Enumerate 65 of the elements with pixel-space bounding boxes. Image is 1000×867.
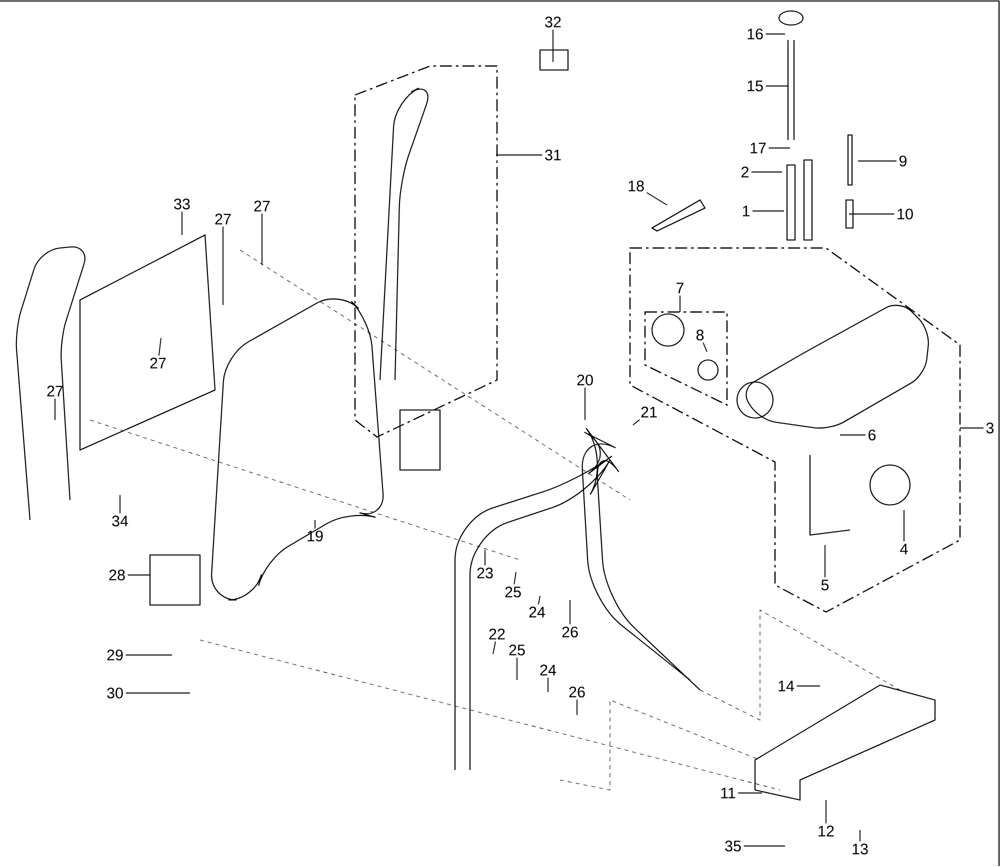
callout-number: 20 (577, 374, 593, 386)
callout-number: 35 (725, 840, 741, 852)
leader-line (632, 419, 640, 426)
callout-number: 29 (107, 650, 123, 660)
leader-line (314, 520, 316, 529)
leader-line (125, 692, 190, 694)
callout-number: 11 (721, 788, 736, 798)
callout-number: 32 (545, 16, 561, 28)
callout-number: 10 (898, 208, 913, 220)
callout-number: 27 (215, 214, 231, 224)
callout-number: 25 (509, 644, 525, 656)
callout-number: 1 (742, 206, 750, 216)
callout-number: 26 (562, 626, 578, 638)
callout-number: 21 (641, 406, 657, 418)
callout-number: 14 (778, 680, 794, 692)
callout-number: 23 (477, 568, 493, 578)
callout-number: 24 (529, 606, 546, 618)
callout-number: 19 (308, 530, 323, 542)
leader-line (158, 338, 162, 356)
callout-number: 7 (676, 282, 684, 294)
callout-number: 5 (821, 580, 829, 590)
leader-line (840, 434, 866, 436)
callout-number: 33 (174, 198, 190, 210)
callout-number: 30 (107, 688, 123, 698)
callout-number: 25 (505, 586, 521, 598)
callout-number: 27 (47, 386, 63, 396)
leader-line (702, 342, 708, 352)
callout-number: 12 (818, 826, 834, 836)
leader-line (576, 699, 578, 716)
leader-line (484, 550, 486, 566)
callout-number: 16 (748, 28, 763, 40)
leader-line (646, 192, 668, 206)
callout-number: 27 (150, 358, 166, 368)
leader-line (538, 596, 540, 605)
callout-number: 28 (109, 570, 125, 580)
callout-number: 17 (750, 142, 766, 154)
callout-number: 2 (742, 166, 748, 178)
callout-number: 8 (696, 330, 704, 340)
leader-line (127, 574, 150, 576)
callout-number: 9 (899, 156, 907, 166)
leader-line (222, 226, 224, 306)
leader-line (514, 572, 516, 585)
leader-line (54, 398, 56, 420)
callout-number: 6 (868, 430, 876, 440)
callout-number: 34 (112, 516, 128, 526)
callout-number: 18 (628, 180, 644, 192)
callout-number: 13 (852, 844, 868, 854)
leader-line (824, 544, 826, 578)
leader-line (492, 641, 496, 654)
leader-line (584, 387, 586, 420)
callout-number: 22 (489, 628, 505, 640)
leader-line (496, 154, 543, 156)
callout-number: 31 (545, 150, 561, 160)
callout-number: 24 (540, 664, 556, 676)
callout-number: 3 (986, 422, 994, 434)
callout-number: 26 (569, 686, 585, 698)
leader-line (752, 210, 784, 212)
callout-number: 15 (748, 80, 763, 92)
callout-number: 27 (254, 200, 270, 212)
leader-line (516, 657, 518, 680)
callout-number: 4 (900, 544, 908, 554)
leader-line (738, 792, 762, 794)
leader-line (125, 654, 172, 656)
leader-line (552, 29, 554, 62)
leader-line (858, 160, 897, 162)
